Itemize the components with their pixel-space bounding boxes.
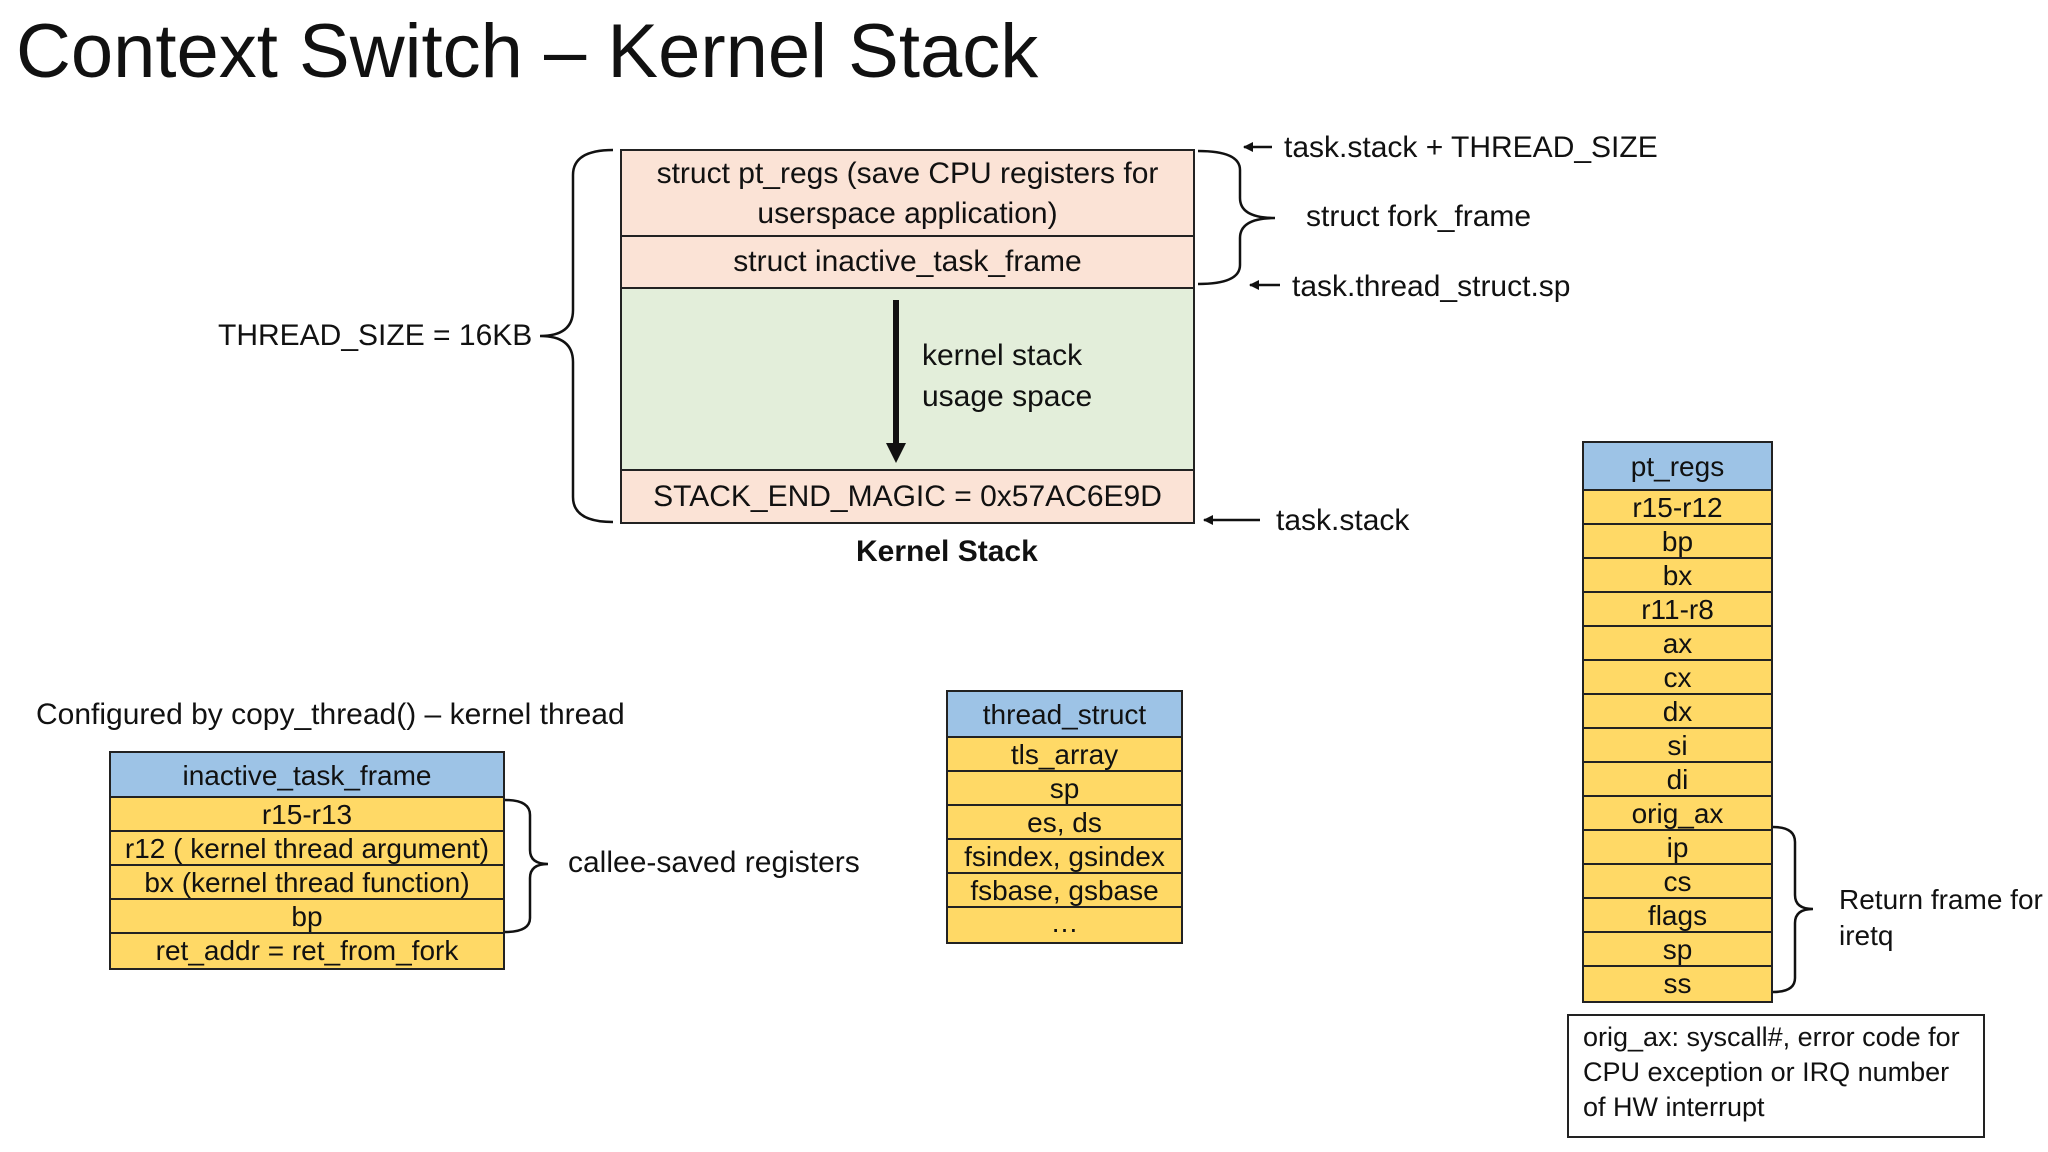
pointer-thread-sp-label: task.thread_struct.sp: [1292, 270, 1571, 303]
return-frame-line2: iretq: [1839, 920, 1894, 951]
stack-usage-label: kernel stack usage space: [922, 335, 1092, 417]
fork-frame-label: struct fork_frame: [1306, 200, 1532, 233]
table-row: dx: [1584, 695, 1771, 729]
kernel-stack-box: struct pt_regs (save CPU registers for u…: [620, 149, 1195, 524]
table-row: cs: [1584, 865, 1771, 899]
pt-regs-segment-line2: userspace application): [757, 197, 1058, 230]
pointer-stack-top-label: task.stack + THREAD_SIZE: [1284, 131, 1658, 164]
table-row: ss: [1663, 968, 1692, 999]
orig-ax-note: orig_ax: syscall#, error code for CPU ex…: [1567, 1014, 1985, 1138]
return-frame-line1: Return frame for: [1839, 884, 2043, 915]
table-row: bx: [1584, 559, 1771, 593]
stack-usage-line1: kernel stack: [922, 339, 1083, 372]
kernel-stack-caption: Kernel Stack: [856, 535, 1038, 568]
table-row: tls_array: [948, 738, 1181, 772]
slide-title: Context Switch – Kernel Stack: [16, 9, 1039, 94]
table-row: fsindex, gsindex: [948, 840, 1181, 874]
inactive-task-frame-segment: struct inactive_task_frame: [622, 237, 1193, 289]
pt-regs-segment-line1: struct pt_regs (save CPU registers for: [656, 157, 1159, 190]
table-row: bp: [111, 900, 503, 934]
table-row: orig_ax: [1584, 797, 1771, 831]
note-line2: CPU exception or IRQ number: [1583, 1057, 1950, 1087]
return-frame-label: Return frame for iretq: [1839, 882, 2043, 954]
pt-regs-table: pt_regs r15-r12 bp bx r11-r8 ax cx dx si…: [1582, 441, 1773, 1003]
stack-end-magic-segment: STACK_END_MAGIC = 0x57AC6E9D: [622, 471, 1193, 522]
table-row: fsbase, gsbase: [948, 874, 1181, 908]
pt-regs-header: pt_regs: [1584, 443, 1771, 491]
note-line1: orig_ax: syscall#, error code for: [1583, 1022, 1960, 1052]
table-row: ret_addr = ret_from_fork: [155, 935, 459, 966]
thread-struct-table: thread_struct tls_array sp es, ds fsinde…: [946, 690, 1183, 944]
table-row: r12 ( kernel thread argument): [111, 832, 503, 866]
stack-usage-line2: usage space: [922, 380, 1093, 413]
thread-size-brace: [539, 148, 614, 524]
note-line3: of HW interrupt: [1583, 1092, 1765, 1122]
table-row: si: [1584, 729, 1771, 763]
table-row: r11-r8: [1584, 593, 1771, 627]
table-row: bx (kernel thread function): [111, 866, 503, 900]
thread-struct-header: thread_struct: [948, 692, 1181, 738]
inactive-task-frame-table: inactive_task_frame r15-r13 r12 ( kernel…: [109, 751, 505, 970]
table-row: es, ds: [948, 806, 1181, 840]
table-row: r15-r12: [1584, 491, 1771, 525]
stack-usage-segment: kernel stack usage space: [622, 289, 1193, 471]
table-row: ip: [1584, 831, 1771, 865]
pt-regs-segment: struct pt_regs (save CPU registers for u…: [622, 151, 1193, 237]
table-row: flags: [1584, 899, 1771, 933]
copy-thread-caption: Configured by copy_thread() – kernel thr…: [36, 698, 625, 731]
pointer-task-stack-label: task.stack: [1276, 504, 1410, 537]
inactive-task-frame-header: inactive_task_frame: [111, 753, 503, 798]
table-row: sp: [948, 772, 1181, 806]
table-row: r15-r13: [111, 798, 503, 832]
thread-size-label: THREAD_SIZE = 16KB: [218, 319, 533, 352]
table-row: sp: [1584, 933, 1771, 967]
table-row: bp: [1584, 525, 1771, 559]
callee-saved-label: callee-saved registers: [568, 846, 860, 879]
table-row: …: [1050, 908, 1079, 938]
table-row: cx: [1584, 661, 1771, 695]
table-row: di: [1584, 763, 1771, 797]
fork-frame-brace: [1197, 149, 1276, 286]
callee-saved-brace: [504, 798, 549, 934]
table-row: ax: [1584, 627, 1771, 661]
return-frame-brace: [1772, 825, 1814, 994]
stack-growth-arrowhead: [886, 443, 906, 463]
